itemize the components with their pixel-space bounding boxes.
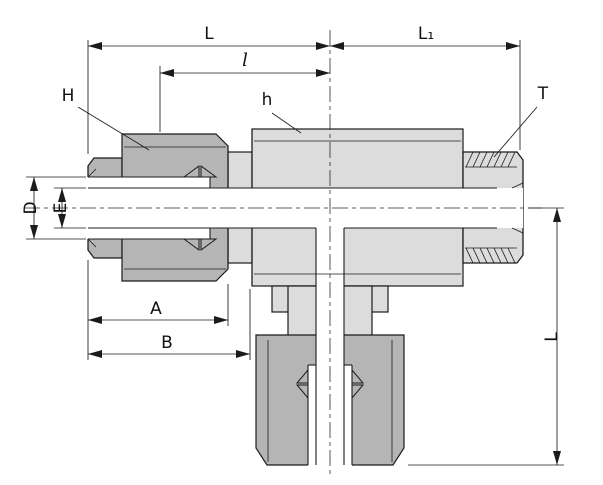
dim-label-D: D — [21, 201, 41, 214]
dimension-lines — [26, 40, 564, 466]
leader-h — [271, 112, 302, 134]
leader-H — [77, 106, 150, 151]
thread-hatch — [465, 151, 517, 264]
centerlines — [24, 30, 542, 478]
hex-flat-lines — [124, 140, 461, 462]
dim-label-L-branch: L — [542, 332, 562, 342]
dim-label-T: T — [537, 84, 549, 104]
dim-label-h: h — [262, 90, 273, 110]
dim-label-L-top: L — [204, 24, 214, 44]
dim-label-B: B — [161, 333, 173, 353]
dim-label-A: A — [150, 299, 162, 319]
leader-T — [493, 106, 538, 158]
dim-label-L1: L₁ — [418, 24, 434, 44]
dim-label-E: E — [51, 203, 71, 214]
ferrules — [182, 165, 365, 400]
dim-label-H: H — [62, 86, 75, 106]
fitting-body — [227, 128, 524, 346]
dimension-labels: L L₁ l H h T D E A B L — [21, 24, 562, 353]
dim-label-l: l — [242, 50, 248, 71]
